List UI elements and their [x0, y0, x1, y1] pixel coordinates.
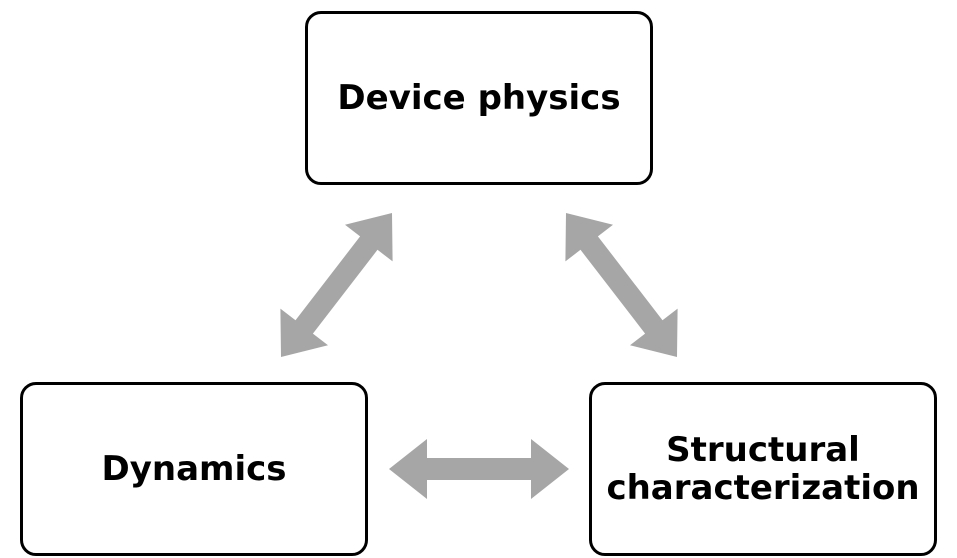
double-arrow-dynamics-structural-icon: [389, 439, 569, 499]
device-physics-box: Device physics: [305, 11, 653, 185]
structural-characterization-label: Structural characterization: [606, 431, 919, 507]
dynamics-label-line-1: Dynamics: [101, 448, 287, 489]
device-physics-label-line-1: Device physics: [337, 77, 621, 118]
double-arrow-device-dynamics-icon: [280, 213, 393, 357]
double-arrow-device-structural-icon: [565, 213, 678, 357]
dynamics-label: Dynamics: [101, 450, 286, 488]
dynamics-box: Dynamics: [20, 382, 368, 556]
device-physics-label: Device physics: [337, 79, 620, 117]
structural-characterization-label-line-1: Structural: [666, 429, 860, 470]
structural-characterization-box: Structural characterization: [589, 382, 937, 556]
structural-characterization-label-line-2: characterization: [606, 468, 920, 508]
